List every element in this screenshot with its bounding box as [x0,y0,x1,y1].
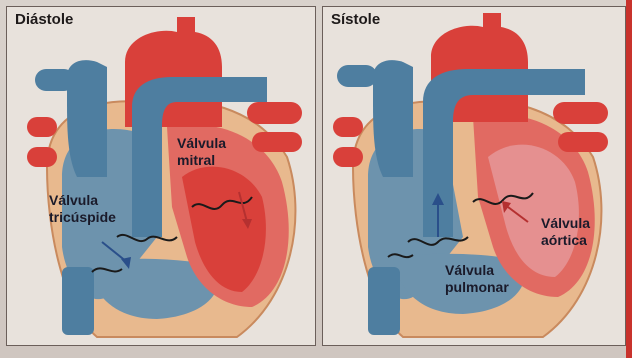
inferior-vena-cava [62,267,94,335]
pulmonary-vein-2 [558,132,608,152]
diastole-title: Diástole [15,11,73,28]
pulmonary-vein-4 [333,147,363,167]
superior-vena-cava [373,60,413,177]
systole-title: Sístole [331,11,380,28]
mitral-valve-label: Válvula mitral [177,135,226,169]
diastole-heart-diagram [7,7,316,346]
pulmonary-vein-1 [553,102,608,124]
aortic-valve-label: Válvula aórtica [541,215,590,249]
vena-cava-top-left [35,69,75,91]
inferior-vena-cava [368,267,400,335]
pulmonary-vein-4 [27,147,57,167]
pulmonary-valve-label: Válvula pulmonar [445,262,509,296]
pulmonary-vein-1 [247,102,302,124]
pulmonary-vein-2 [252,132,302,152]
tricuspid-valve-label: Válvula tricúspide [49,192,116,226]
systole-panel: Sístole Válvula aórtica Válvula pulmonar [322,6,626,346]
pulmonary-vein-3 [333,117,363,137]
pulmonary-vein-3 [27,117,57,137]
page-edge-strip [626,0,632,358]
diastole-panel: Diástole Válvula mitr [6,6,316,346]
vena-cava-top-left [337,65,377,87]
